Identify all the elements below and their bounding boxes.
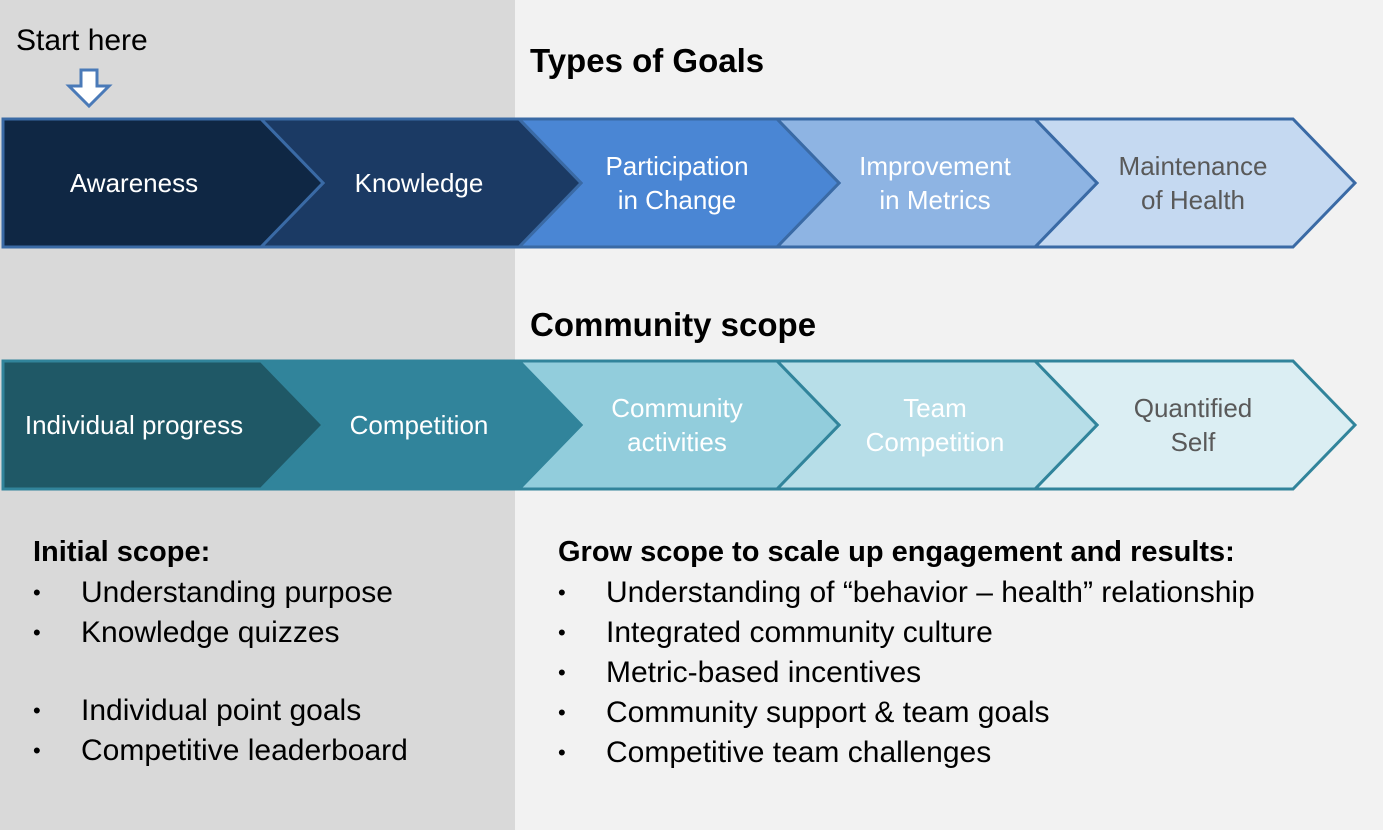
list-item: • Understanding purpose — [33, 573, 503, 613]
list-item-text: Understanding purpose — [81, 576, 393, 609]
list-item-text: Competitive leaderboard — [81, 734, 408, 767]
grow-scope-block: Grow scope to scale up engagement and re… — [558, 536, 1378, 773]
goal-chevron-label-5: Maintenance — [1119, 151, 1268, 181]
list-item: • Knowledge quizzes — [33, 613, 503, 653]
list-item-text: Integrated community culture — [606, 616, 993, 649]
goal-chevron-label-4: in Metrics — [879, 185, 990, 215]
community-chevron-label-3: Community — [611, 393, 742, 423]
list-item: • Understanding of “behavior – health” re… — [558, 573, 1378, 613]
list-item: • Community support & team goals — [558, 693, 1378, 733]
bullet-icon: • — [33, 698, 41, 723]
goal-chevron-1 — [1, 117, 326, 249]
list-item-text: Competitive team challenges — [606, 736, 992, 769]
community-chevron-label-5: Quantified — [1134, 393, 1253, 423]
list-item: • Metric-based incentives — [558, 653, 1378, 693]
bullet-icon: • — [33, 580, 41, 605]
list-item-text: Individual point goals — [81, 694, 362, 727]
start-here-label: Start here — [16, 24, 148, 57]
list-item: • Competitive team challenges — [558, 733, 1378, 773]
goal-chevron-label-4: Improvement — [859, 151, 1011, 181]
list-item: • Integrated community culture — [558, 613, 1378, 653]
bullet-icon: • — [558, 620, 566, 645]
goal-chevron-label-3: in Change — [618, 185, 737, 215]
goal-chevron-label-5: of Health — [1141, 185, 1245, 215]
bullet-icon: • — [558, 580, 566, 605]
goal-chevron-label-3: Participation — [605, 151, 748, 181]
bullet-icon: • — [33, 738, 41, 763]
goal-chevron-label-1: Awareness — [70, 168, 198, 198]
list-item-text: Metric-based incentives — [606, 656, 922, 689]
bullet-icon: • — [558, 700, 566, 725]
community-chevron-label-4: Team — [903, 393, 967, 423]
bullet-icon: • — [33, 620, 41, 645]
community-chevron-label-3: activities — [627, 427, 727, 457]
bullet-icon: • — [558, 660, 566, 685]
list-item-text: Knowledge quizzes — [81, 616, 340, 649]
types-of-goals-chevron-row: Awareness Knowledge Participation in Change… — [1, 117, 1358, 249]
list-item-text: Community support & team goals — [606, 696, 1050, 729]
list-item: • Competitive leaderboard — [33, 731, 503, 771]
types-of-goals-title: Types of Goals — [530, 42, 765, 79]
community-chevron-label-2: Competition — [350, 410, 489, 440]
initial-scope-block: Initial scope: • Understanding purpose • K… — [33, 536, 503, 771]
community-chevron-label-4: Competition — [866, 427, 1005, 457]
community-scope-title: Community scope — [530, 306, 817, 343]
bullet-icon: • — [558, 740, 566, 765]
initial-scope-heading: Initial scope: — [33, 536, 211, 568]
goal-chevron-label-2: Knowledge — [355, 168, 484, 198]
community-chevron-label-5: Self — [1171, 427, 1217, 457]
community-chevron-1 — [1, 359, 326, 491]
community-chevron-label-1: Individual progress — [25, 410, 243, 440]
initial-scope-list: • Understanding purpose • Knowledge quizze… — [33, 573, 503, 771]
list-item-text: Understanding of “behavior – health” rel… — [606, 576, 1255, 609]
grow-scope-list: • Understanding of “behavior – health” re… — [558, 573, 1378, 773]
list-item: • Individual point goals — [33, 691, 503, 731]
down-arrow-icon — [65, 68, 113, 109]
grow-scope-heading: Grow scope to scale up engagement and re… — [558, 536, 1235, 568]
